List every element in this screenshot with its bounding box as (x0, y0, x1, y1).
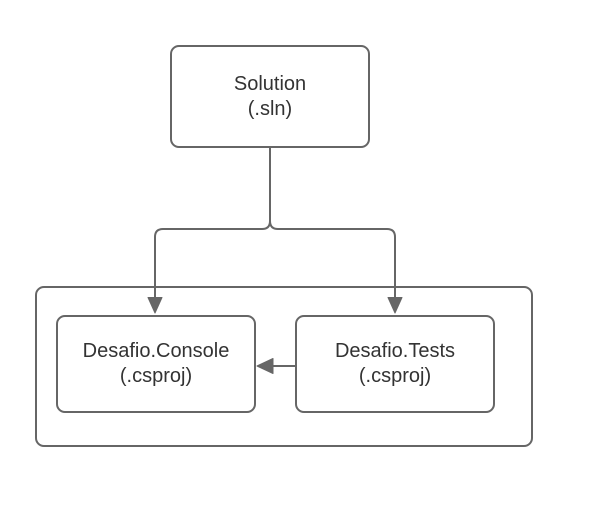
node-solution-label-line2: (.sln) (247, 97, 293, 120)
node-desafio-console: Desafio.Console (.csproj) (56, 315, 256, 413)
node-tests-label-line2: (.csproj) (358, 365, 432, 387)
node-desafio-tests: Desafio.Tests (.csproj) (295, 315, 495, 413)
edge-solution-to-tests (269, 148, 396, 298)
node-console-label-line2: (.csproj) (119, 365, 193, 387)
node-tests-label-line1: Desafio.Tests (334, 340, 456, 362)
node-console-label-line1: Desafio.Console (82, 340, 230, 362)
node-solution: Solution (.sln) (170, 45, 370, 148)
node-solution-label-line1: Solution (233, 72, 307, 95)
edge-solution-to-console (154, 148, 271, 298)
